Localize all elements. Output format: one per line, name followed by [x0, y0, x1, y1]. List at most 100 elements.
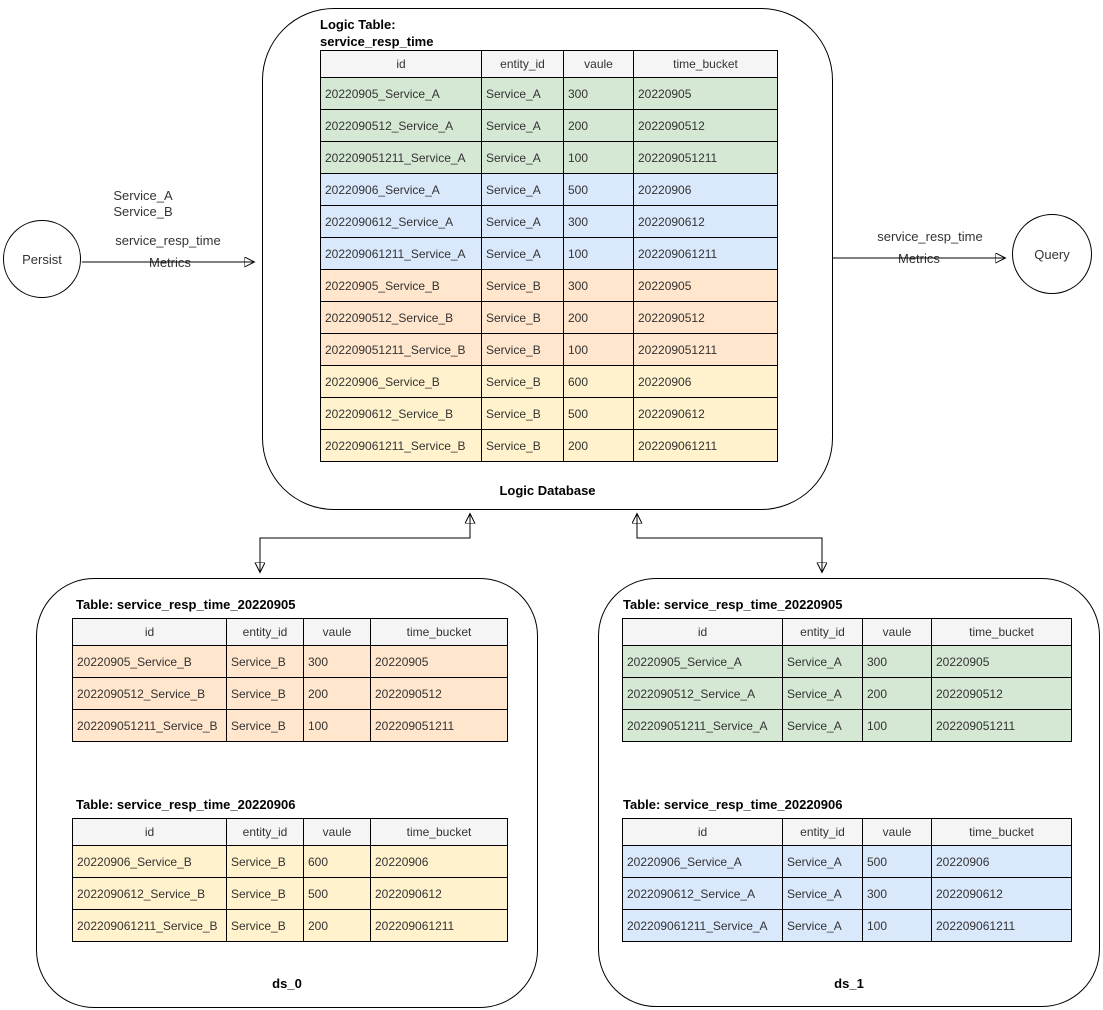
ds0-table1-title: Table: service_resp_time_20220905 — [76, 597, 296, 612]
db-to-ds0-connector — [260, 515, 470, 571]
table-cell: 202209051211 — [633, 141, 778, 174]
table-cell: 2022090612 — [370, 877, 508, 910]
table-cell: 200 — [303, 909, 371, 942]
table-cell: Service_A — [782, 645, 863, 678]
persist-edge-service-b: Service_B — [113, 204, 173, 219]
table-cell: 20220906_Service_A — [320, 173, 482, 206]
table-cell: 20220905_Service_B — [320, 269, 482, 302]
table-cell: 2022090512_Service_A — [320, 109, 482, 142]
column-header: entity_id — [782, 818, 863, 846]
query-node: Query — [1012, 214, 1092, 294]
column-header: vaule — [862, 818, 932, 846]
table-cell: 202209061211_Service_A — [320, 237, 482, 270]
table-cell: Service_B — [481, 429, 564, 462]
table-cell: 200 — [563, 109, 634, 142]
table-cell: Service_A — [782, 845, 863, 878]
table-cell: 20220905_Service_A — [622, 645, 783, 678]
table-cell: 100 — [303, 709, 371, 742]
table-cell: 202209051211_Service_B — [320, 333, 482, 366]
table-cell: 202209051211 — [370, 709, 508, 742]
table-cell: Service_A — [782, 709, 863, 742]
table-cell: Service_B — [226, 709, 304, 742]
persist-edge-metric-name: service_resp_time — [115, 233, 221, 248]
table-cell: Service_B — [226, 845, 304, 878]
table-cell: 300 — [563, 205, 634, 238]
table-cell: 2022090512_Service_B — [320, 301, 482, 334]
table-cell: 20220906 — [633, 365, 778, 398]
query-edge-label: Metrics — [896, 251, 942, 267]
table-cell: 200 — [303, 677, 371, 710]
table-cell: 202209061211 — [370, 909, 508, 942]
table-cell: 300 — [303, 645, 371, 678]
persist-node-label: Persist — [22, 251, 62, 267]
table-cell: Service_B — [481, 397, 564, 430]
table-cell: 300 — [563, 269, 634, 302]
column-header: vaule — [303, 618, 371, 646]
table-cell: 20220905 — [633, 269, 778, 302]
table-cell: 202209051211_Service_A — [622, 709, 783, 742]
logic-database-label: Logic Database — [499, 483, 596, 498]
column-header: entity_id — [782, 618, 863, 646]
table-cell: 200 — [862, 677, 932, 710]
table-cell: 600 — [563, 365, 634, 398]
persist-edge-label: Metrics — [147, 255, 193, 271]
table-cell: 202209051211 — [931, 709, 1072, 742]
table-cell: 100 — [563, 141, 634, 174]
column-header: time_bucket — [633, 50, 778, 78]
query-node-label: Query — [1034, 246, 1070, 262]
db-to-ds1-connector — [637, 515, 822, 571]
column-header: entity_id — [226, 618, 304, 646]
column-header: time_bucket — [931, 618, 1072, 646]
table-cell: Service_A — [481, 173, 564, 206]
table-cell: Service_B — [226, 645, 304, 678]
table-cell: 2022090612_Service_A — [622, 877, 783, 910]
table-cell: 100 — [862, 909, 932, 942]
table-cell: 100 — [563, 237, 634, 270]
table-cell: 20220906 — [370, 845, 508, 878]
table-cell: 20220905 — [931, 645, 1072, 678]
table-cell: 500 — [303, 877, 371, 910]
column-header: time_bucket — [370, 618, 508, 646]
column-header: id — [622, 818, 783, 846]
table-cell: Service_A — [481, 237, 564, 270]
ds1-table1-title: Table: service_resp_time_20220905 — [623, 597, 843, 612]
table-cell: Service_A — [481, 205, 564, 238]
table-cell: 20220906_Service_B — [72, 845, 227, 878]
table-cell: 300 — [862, 877, 932, 910]
table-cell: 202209061211_Service_B — [320, 429, 482, 462]
table-cell: 200 — [563, 301, 634, 334]
table-cell: 2022090512 — [931, 677, 1072, 710]
column-header: vaule — [862, 618, 932, 646]
table-cell: 300 — [862, 645, 932, 678]
table-cell: 2022090612 — [931, 877, 1072, 910]
table-cell: 202209051211_Service_B — [72, 709, 227, 742]
table-cell: Service_A — [782, 877, 863, 910]
table-cell: Service_A — [481, 141, 564, 174]
ds1-label: ds_1 — [834, 976, 864, 991]
table-cell: Service_A — [782, 677, 863, 710]
